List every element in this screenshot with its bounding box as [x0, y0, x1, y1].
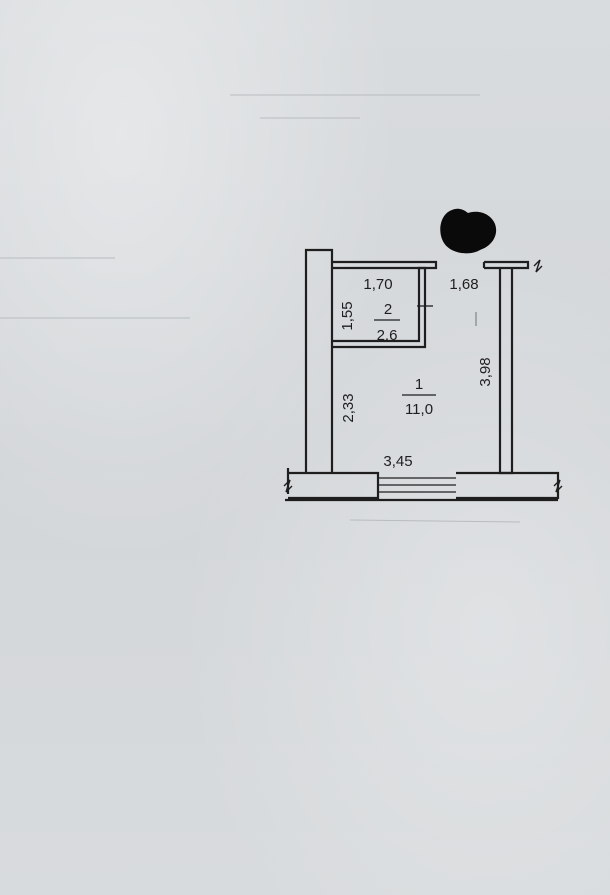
faint-background-marks — [0, 94, 521, 523]
top-wall-right — [484, 260, 530, 270]
right-wall — [498, 268, 514, 475]
room-2-area: 2,6 — [377, 327, 398, 344]
room-1-number: 1 — [415, 376, 423, 393]
dim-room2-width: 1,70 — [363, 276, 392, 293]
room-1-area: 11,0 — [405, 401, 433, 418]
room-2-number: 2 — [384, 301, 392, 318]
dim-left-lower: 2,33 — [340, 393, 357, 422]
dim-room2-height: 1,55 — [339, 301, 356, 330]
top-wall-left — [332, 260, 438, 270]
left-wall — [304, 248, 334, 473]
bottom-wall-left — [288, 471, 380, 500]
dim-right-height: 3,98 — [477, 357, 494, 386]
room-2-walls — [332, 266, 427, 349]
cross-symbol — [417, 296, 433, 316]
walls — [285, 248, 560, 502]
redaction-mark — [440, 208, 497, 254]
window — [378, 477, 456, 493]
break-marks — [283, 259, 563, 493]
dim-bottom-width: 3,45 — [383, 453, 412, 470]
dim-top-right: 1,68 — [449, 276, 478, 293]
bottom-wall-right — [456, 471, 560, 500]
